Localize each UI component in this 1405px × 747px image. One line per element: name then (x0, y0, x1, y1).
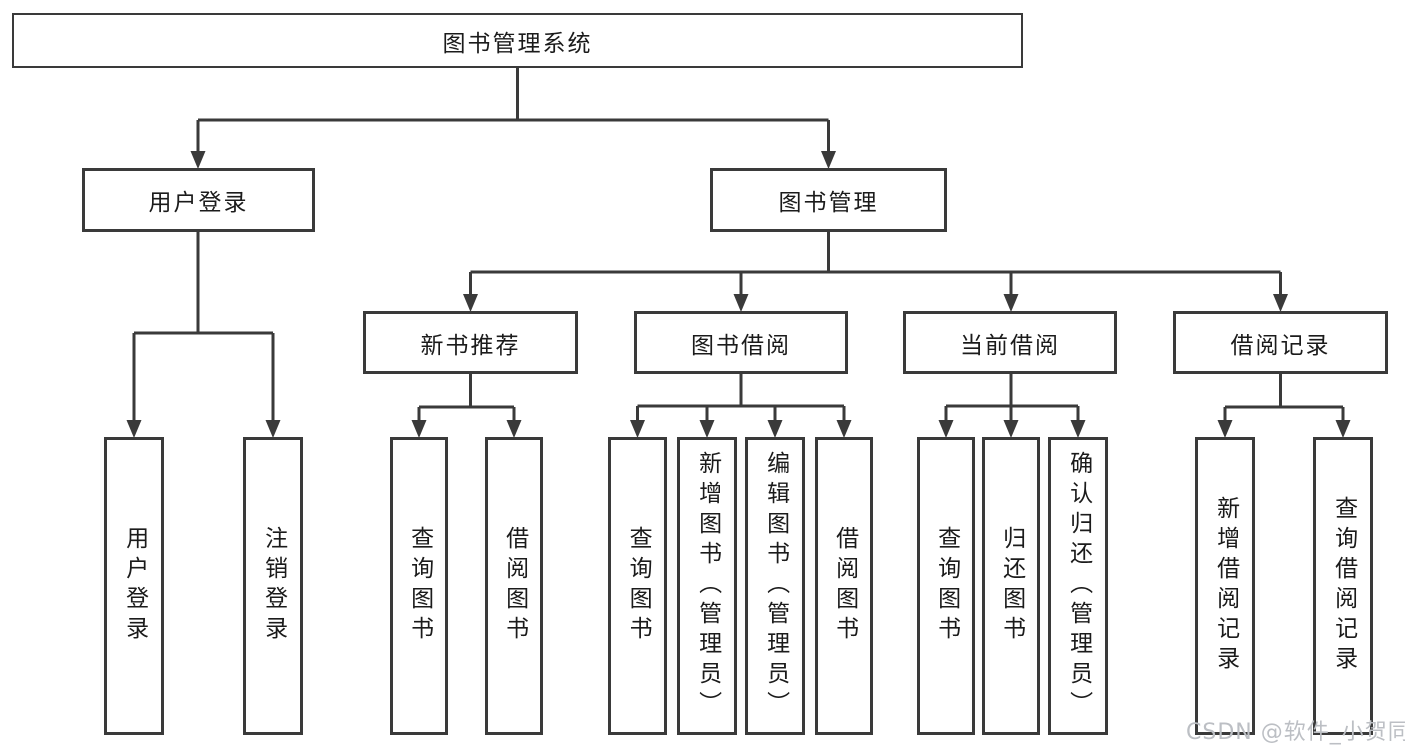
connector-currentborrow-to-leaves (944, 374, 1080, 424)
node-book-management: 图书管理 (710, 168, 947, 232)
node-label: 用户登录 (148, 190, 249, 216)
node-label: 借阅图书 (831, 526, 858, 646)
node-label: 查询借阅记录 (1330, 496, 1357, 676)
leaf-query-books-2: 查询图书 (608, 437, 667, 735)
node-label: 图书管理 (778, 190, 879, 216)
csdn-watermark: CSDN @软件_小贺同学 (1186, 720, 1405, 745)
connector-userlogin-to-leaves (132, 232, 275, 424)
node-label: 查询图书 (406, 526, 433, 646)
leaf-borrow-books-2: 借阅图书 (815, 437, 873, 735)
node-label: 用户登录 (121, 526, 148, 646)
node-label: 归还图书 (998, 526, 1025, 646)
connector-newbook-to-leaves (417, 374, 516, 424)
leaf-query-borrow-record: 查询借阅记录 (1313, 437, 1373, 735)
node-label: 当前借阅 (960, 332, 1060, 359)
leaf-add-books-admin: 新增图书（管理员） (677, 437, 737, 735)
node-borrowing-records: 借阅记录 (1173, 311, 1388, 374)
arrowheads (126, 151, 1351, 438)
connector-root-to-level2 (196, 68, 830, 155)
node-label: 借阅记录 (1230, 332, 1331, 359)
leaf-borrow-books-1: 借阅图书 (485, 437, 543, 735)
node-label: 新书推荐 (420, 332, 521, 359)
leaf-query-books-3: 查询图书 (917, 437, 975, 735)
leaf-logout: 注销登录 (243, 437, 303, 735)
node-user-login-group: 用户登录 (82, 168, 315, 232)
node-label: 新增借阅记录 (1212, 496, 1239, 676)
node-label: 借阅图书 (501, 526, 528, 646)
leaf-edit-books-admin: 编辑图书（管理员） (745, 437, 805, 735)
node-label: 查询图书 (933, 526, 960, 646)
node-label: 注销登录 (260, 526, 287, 646)
connector-borrowrecord-to-leaves (1223, 374, 1345, 424)
node-label: 图书管理系统 (442, 30, 593, 57)
node-label: 查询图书 (625, 526, 652, 646)
leaf-user-login: 用户登录 (104, 437, 164, 735)
leaf-query-books-1: 查询图书 (390, 437, 448, 735)
node-current-borrowing: 当前借阅 (903, 311, 1117, 374)
leaf-return-books: 归还图书 (982, 437, 1040, 735)
connector-bookborrow-to-leaves (636, 374, 846, 424)
node-new-book-recommend: 新书推荐 (363, 311, 578, 374)
node-label: 新增图书（管理员） (694, 451, 721, 721)
node-label: 图书借阅 (691, 332, 791, 359)
leaf-confirm-return-admin: 确认归还（管理员） (1048, 437, 1108, 735)
node-root: 图书管理系统 (12, 13, 1023, 68)
connector-bookmanage-to-level3 (469, 232, 1282, 298)
node-label: 编辑图书（管理员） (762, 451, 789, 721)
leaf-add-borrow-record: 新增借阅记录 (1195, 437, 1255, 735)
node-book-borrowing: 图书借阅 (634, 311, 848, 374)
node-label: 确认归还（管理员） (1065, 451, 1092, 721)
